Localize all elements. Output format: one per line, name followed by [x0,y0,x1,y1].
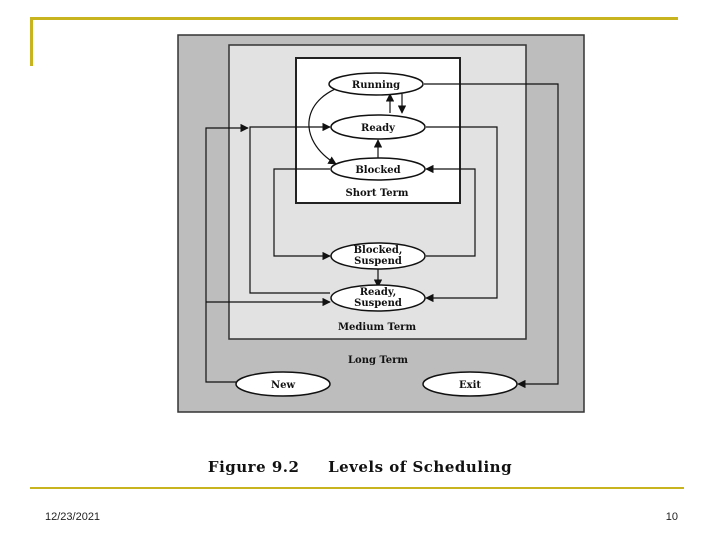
ready-suspend-label-line2: Suspend [354,298,402,309]
long-term-label: Long Term [348,355,408,366]
caption-figure-number: Figure 9.2 [207,458,300,476]
footer-page-number: 10 [665,511,678,523]
state-running: Running [328,72,424,96]
caption-title: Levels of Scheduling [328,458,513,476]
blocked-suspend-label-line1: Blocked, [354,245,403,256]
ready-label: Ready [361,123,396,134]
state-new: New [235,371,331,397]
left-accent-rule [30,17,33,66]
medium-term-label: Medium Term [338,322,416,333]
exit-label: Exit [459,380,481,391]
state-exit: Exit [422,371,518,397]
running-label: Running [352,80,400,91]
top-accent-rule [30,17,678,20]
blocked-label: Blocked [355,165,400,176]
figure-caption: Figure 9.2 Levels of Scheduling [0,458,720,476]
ready-suspend-label-line1: Ready, [360,287,396,298]
state-blocked: Blocked [330,157,426,181]
transition-lines [205,83,559,389]
new-label: New [271,380,296,391]
state-ready-suspend: Ready, Suspend [330,284,426,312]
state-blocked-suspend: Blocked, Suspend [330,242,426,270]
short-term-label: Short Term [345,188,408,199]
state-ready: Ready [330,114,426,140]
blocked-suspend-label-line2: Suspend [354,256,402,267]
bottom-accent-rule [30,487,684,489]
footer-date: 12/23/2021 [45,511,101,523]
